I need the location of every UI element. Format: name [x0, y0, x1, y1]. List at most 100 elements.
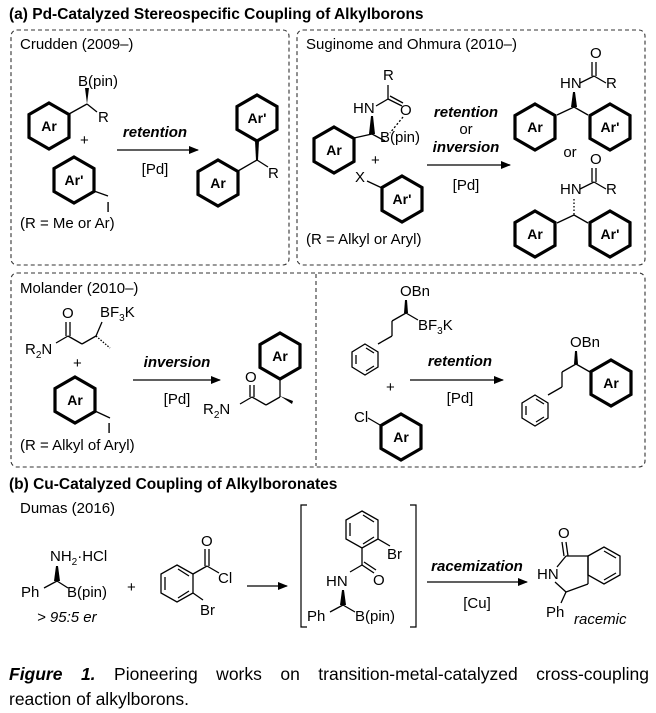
- ring-label: Ar: [210, 175, 226, 191]
- racemic-label: racemic: [574, 611, 627, 628]
- plus-sign: +: [127, 579, 136, 596]
- arrow-label-retention: retention: [434, 104, 498, 121]
- caption-text-2: reaction of alkylborons.: [9, 689, 189, 709]
- phenyl-ring-icon: [351, 343, 379, 376]
- ph-label: Ph: [307, 608, 325, 625]
- nh2hcl-label: NH2·HCl: [50, 548, 107, 568]
- ring-label: Ar': [601, 226, 620, 242]
- r-label: R: [383, 67, 394, 84]
- x-label: X: [355, 169, 365, 186]
- bf3k-label: BF3K: [100, 304, 135, 324]
- section-a-title: (a) Pd-Catalyzed Stereospecific Coupling…: [9, 6, 424, 23]
- catalyst-label: [Pd]: [164, 391, 191, 408]
- caption-label: Figure 1.: [9, 664, 96, 684]
- r-label: R: [268, 165, 279, 182]
- o-label: O: [245, 369, 257, 386]
- ring-label: Ar': [601, 119, 620, 135]
- o-label: O: [590, 45, 602, 62]
- plus-sign: +: [73, 355, 82, 372]
- dumas-scheme: Dumas (2016) NH2·HCl Ph B(pin) > 95:5 er…: [20, 500, 627, 628]
- phenyl-ring-icon: [521, 394, 549, 427]
- o-label: O: [400, 102, 412, 119]
- plus-sign: +: [371, 152, 380, 169]
- crudden-heading: Crudden (2009–): [20, 36, 133, 53]
- r-label: R: [606, 75, 617, 92]
- molander-scheme: Molander (2010–) O BF3K R2N + Ar I (R = …: [20, 280, 302, 454]
- hn-label: HN: [560, 181, 582, 198]
- or-label: or: [563, 144, 576, 161]
- ring-label: Ar: [527, 226, 543, 242]
- r2n-label: R2N: [203, 401, 230, 421]
- ring-label: Ar: [527, 119, 543, 135]
- section-b-title: (b) Cu-Catalyzed Coupling of Alkylborona…: [9, 476, 337, 493]
- left-bracket: [300, 504, 307, 628]
- o-label: O: [590, 151, 602, 168]
- ring-label: Ar: [603, 375, 619, 391]
- molander-2-scheme: OBn BF3K + Cl Ar retention [Pd] OBn Ar: [351, 283, 633, 462]
- r-label: R: [98, 109, 109, 126]
- ph-label: Ph: [21, 584, 39, 601]
- ring-label: Ar: [272, 348, 288, 364]
- right-bracket: [410, 504, 417, 628]
- hn-label: HN: [353, 100, 375, 117]
- hn-label: HN: [560, 75, 582, 92]
- caption-text-1: Pioneering works on transition-metal-cat…: [114, 664, 649, 684]
- r-label: R: [606, 181, 617, 198]
- hn-label: HN: [326, 573, 348, 590]
- phenyl-ring-icon: [587, 546, 621, 585]
- phenyl-ring-icon: [160, 564, 194, 603]
- crudden-box: [10, 29, 290, 266]
- arrow-label-racemization: racemization: [431, 558, 523, 575]
- crudden-condition: (R = Me or Ar): [20, 215, 115, 232]
- molander-heading: Molander (2010–): [20, 280, 138, 297]
- or-label: or: [459, 121, 472, 138]
- catalyst-label: [Pd]: [142, 161, 169, 178]
- molander-condition: (R = Alkyl of Aryl): [20, 437, 135, 454]
- plus-sign: +: [80, 132, 89, 149]
- ph-label: Ph: [546, 604, 564, 621]
- bf3k-label: BF3K: [418, 317, 453, 337]
- cl-label: Cl: [218, 570, 232, 587]
- ring-label: Ar: [67, 392, 83, 408]
- arrow-label-retention: retention: [428, 353, 492, 370]
- suginome-box: [296, 29, 646, 266]
- bpin-label: B(pin): [78, 73, 118, 90]
- hn-label: HN: [537, 566, 559, 583]
- caption-line-1: Figure 1. Pioneering works on transition…: [9, 662, 649, 687]
- plus-sign: +: [386, 379, 395, 396]
- ring-label: Ar: [326, 142, 342, 158]
- catalyst-label: [Pd]: [447, 390, 474, 407]
- o-label: O: [62, 305, 74, 322]
- o-label: O: [373, 572, 385, 589]
- figure-caption: Figure 1. Pioneering works on transition…: [9, 662, 649, 712]
- obn-label: OBn: [570, 334, 600, 351]
- suginome-scheme: Suginome and Ohmura (2010–) R HN O B(pin…: [306, 36, 632, 259]
- suginome-condition: (R = Alkyl or Aryl): [306, 231, 421, 248]
- suginome-heading: Suginome and Ohmura (2010–): [306, 36, 517, 53]
- ring-label: Ar: [393, 429, 409, 445]
- catalyst-label: [Cu]: [463, 595, 491, 612]
- o-label: O: [558, 525, 570, 542]
- crudden-scheme: Crudden (2009–) Ar B(pin) R + Ar' I (R =…: [20, 36, 279, 232]
- ring-label: Ar': [393, 191, 412, 207]
- ring-label: Ar: [41, 118, 57, 134]
- iodide-label: I: [106, 199, 110, 216]
- iodide-label: I: [107, 420, 111, 437]
- er-label: > 95:5 er: [37, 609, 98, 626]
- scheme-figure: (a) Pd-Catalyzed Stereospecific Coupling…: [9, 6, 646, 628]
- arrow-label-inversion: inversion: [144, 354, 211, 371]
- bpin-label: B(pin): [380, 129, 420, 146]
- phenyl-ring-icon: [345, 510, 379, 549]
- bpin-label: B(pin): [355, 608, 395, 625]
- ring-label: Ar': [65, 172, 84, 188]
- ring-label: Ar': [248, 110, 267, 126]
- arrow-label-retention: retention: [123, 124, 187, 141]
- molander-box: [10, 272, 646, 468]
- bpin-label: B(pin): [67, 584, 107, 601]
- br-label: Br: [200, 602, 215, 619]
- o-label: O: [201, 533, 213, 550]
- arrow-label-inversion: inversion: [433, 139, 500, 156]
- obn-label: OBn: [400, 283, 430, 300]
- br-label: Br: [387, 546, 402, 563]
- dumas-heading: Dumas (2016): [20, 500, 115, 517]
